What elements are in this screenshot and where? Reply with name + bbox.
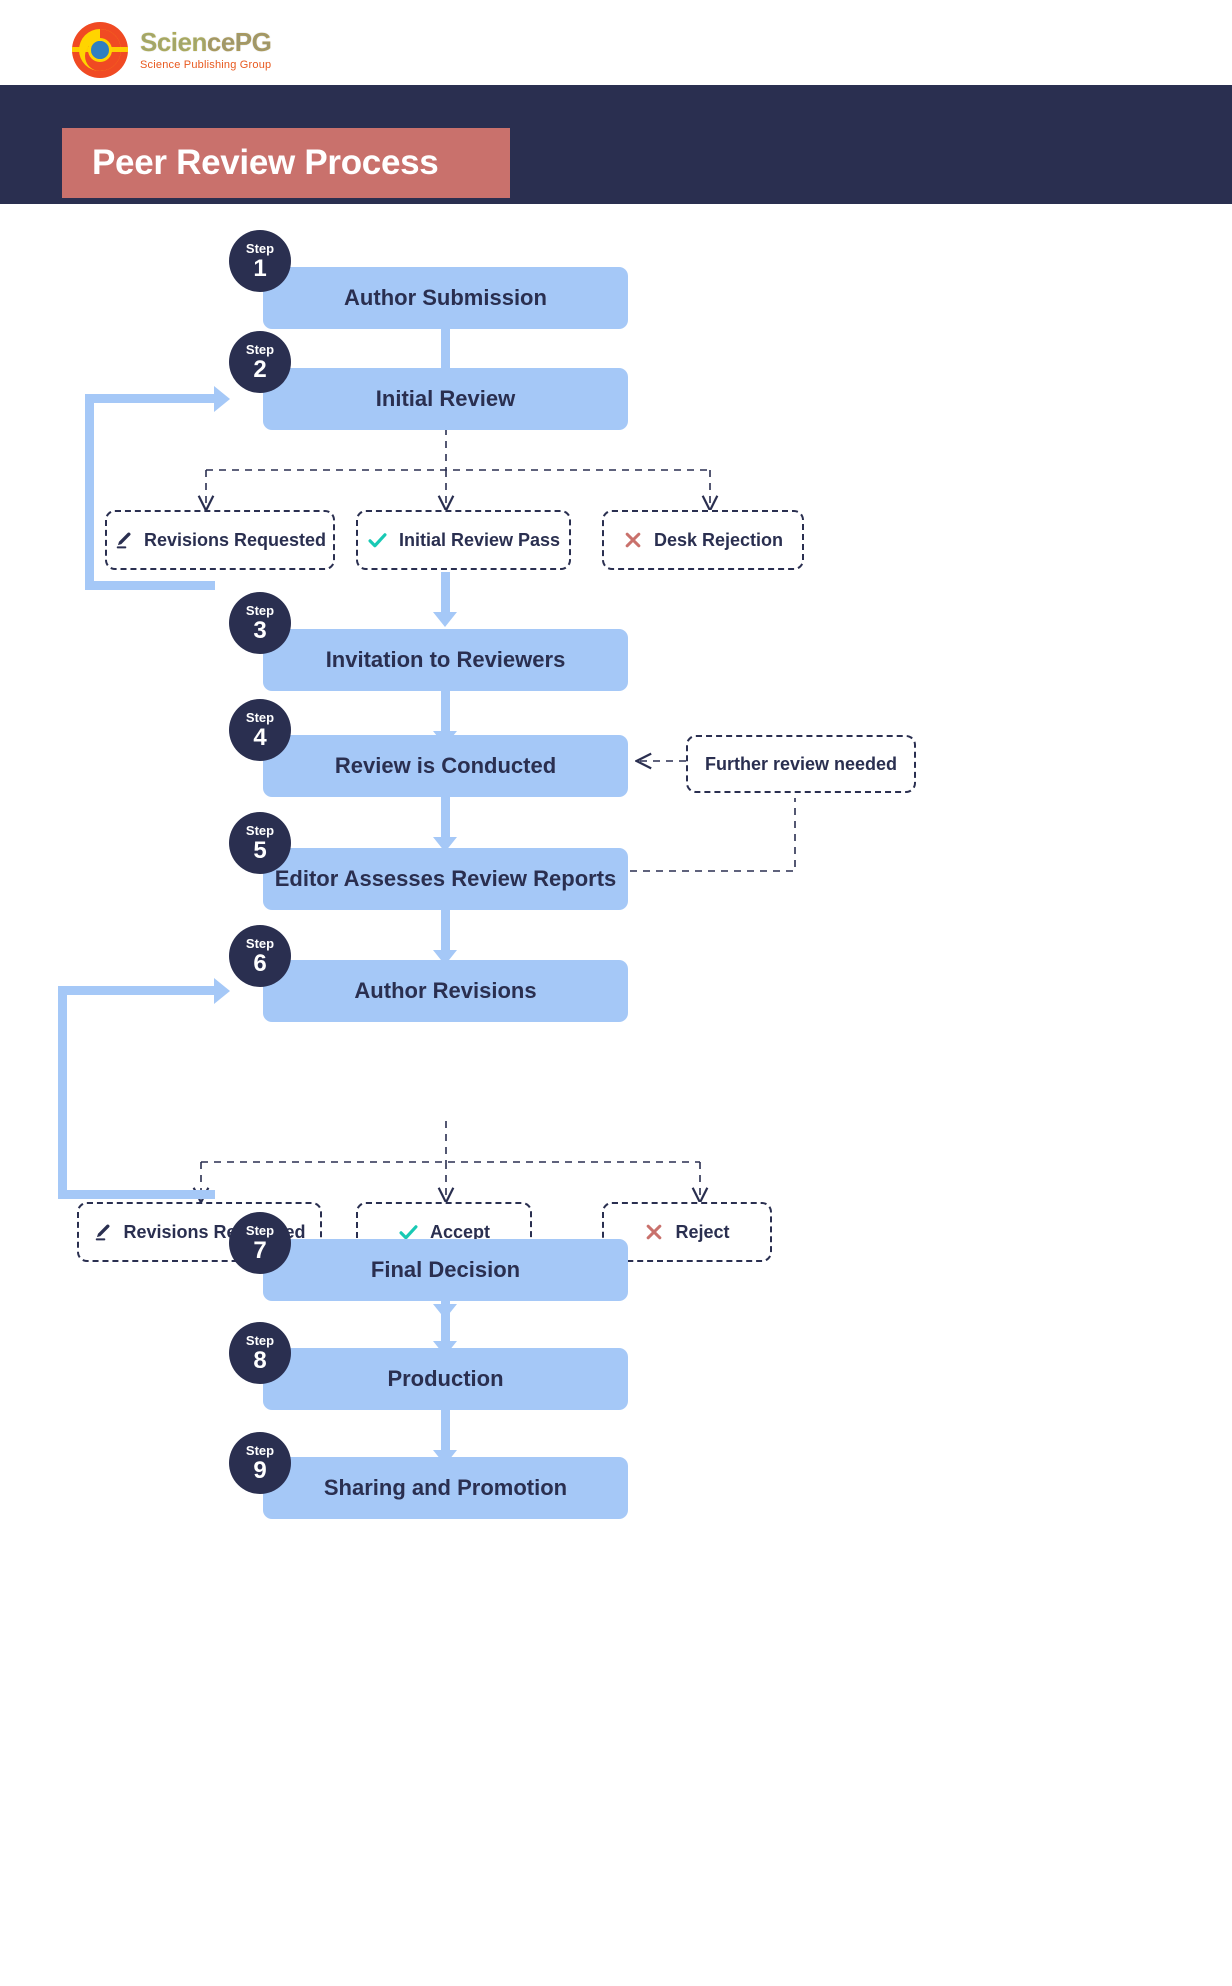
- outcome-chip-reject[interactable]: Reject: [602, 1202, 772, 1262]
- step-label-2: Initial Review: [375, 386, 516, 411]
- step-label-8: Production: [387, 1366, 504, 1391]
- step-badge-word-9: Step: [245, 1442, 275, 1458]
- side-note-further-review-needed[interactable]: Further review needed: [686, 735, 916, 793]
- step-node-final-decision[interactable]: Final Decision: [263, 1239, 628, 1301]
- step-badge-word-8: Step: [245, 1332, 275, 1348]
- step-label-5: Editor Assesses Review Reports: [274, 866, 617, 891]
- step-badge-9: Step 9: [229, 1432, 291, 1494]
- feedback-loop-2-arrowhead: [214, 978, 230, 1004]
- step-badge-word-2: Step: [245, 341, 275, 357]
- step-label-4: Review is Conducted: [334, 753, 557, 778]
- feedback-loop-revisions-to-initial-review: [85, 394, 215, 590]
- step-badge-6: Step 6: [229, 925, 291, 987]
- step-badge-5: Step 5: [229, 812, 291, 874]
- step-badge-number-7: 7: [253, 1236, 267, 1264]
- step-badge-word-3: Step: [245, 602, 275, 618]
- flowchart-canvas: Step 1 Author Submission Step 2 Initial …: [0, 204, 1232, 1986]
- outcome-label-1a: Revisions Requested: [143, 529, 327, 550]
- page-title: Peer Review Process: [92, 143, 439, 182]
- step-badge-2: Step 2: [229, 331, 291, 393]
- step-node-production[interactable]: Production: [263, 1348, 628, 1410]
- cross-icon: [644, 1222, 664, 1242]
- step-badge-4: Step 4: [229, 699, 291, 761]
- pencil-icon: [93, 1223, 112, 1242]
- step-node-initial-review[interactable]: Initial Review: [263, 368, 628, 430]
- arrow-4-to-5: [441, 797, 450, 842]
- arrow-7-to-8: [441, 1301, 450, 1346]
- arrow-8-to-9: [441, 1410, 450, 1455]
- step-node-sharing-and-promotion[interactable]: Sharing and Promotion: [263, 1457, 628, 1519]
- outcome-chip-initial-review-pass[interactable]: Initial Review Pass: [356, 510, 571, 570]
- outcome-label-2b: Accept: [429, 1221, 491, 1242]
- page-title-box: Peer Review Process: [62, 128, 510, 198]
- step-label-6: Author Revisions: [354, 978, 537, 1003]
- feedback-loop-1-arrowhead: [214, 386, 230, 412]
- brand-logo: SciencePG Science Publishing Group: [70, 20, 272, 80]
- feedback-loop-revisions-to-author-revisions: [58, 986, 215, 1199]
- arrow-1-to-2: [441, 329, 450, 374]
- arrow-5-to-6: [441, 910, 450, 955]
- sciencepg-circle-logo-icon: [70, 20, 130, 80]
- step-badge-number-3: 3: [253, 616, 267, 644]
- step-badge-number-6: 6: [253, 949, 267, 977]
- step-badge-number-9: 9: [253, 1456, 267, 1484]
- arrow-pass-to-3-head: [433, 612, 457, 627]
- step-label-3: Invitation to Reviewers: [325, 647, 566, 672]
- step-badge-number-8: 8: [253, 1346, 267, 1374]
- outcome-label-2c: Reject: [675, 1221, 730, 1242]
- step-badge-number-2: 2: [253, 355, 267, 383]
- brand-tagline: Science Publishing Group: [140, 59, 272, 71]
- step-badge-1: Step 1: [229, 230, 291, 292]
- step-badge-word-6: Step: [245, 935, 275, 951]
- step-badge-word-7: Step: [245, 1222, 275, 1238]
- arrow-3-to-4: [441, 691, 450, 736]
- step-badge-7: Step 7: [229, 1212, 291, 1274]
- step-badge-8: Step 8: [229, 1322, 291, 1384]
- step-badge-word-4: Step: [245, 709, 275, 725]
- outcome-chip-desk-rejection[interactable]: Desk Rejection: [602, 510, 804, 570]
- arrow-pass-to-3: [441, 572, 450, 617]
- step-badge-word-1: Step: [245, 240, 275, 256]
- check-icon: [367, 530, 388, 551]
- step-badge-number-1: 1: [253, 254, 267, 282]
- step-label-7: Final Decision: [370, 1257, 521, 1282]
- step-node-author-revisions[interactable]: Author Revisions: [263, 960, 628, 1022]
- step-badge-number-5: 5: [253, 836, 267, 864]
- side-note-label: Further review needed: [704, 753, 898, 774]
- step-label-9: Sharing and Promotion: [323, 1475, 568, 1500]
- check-icon: [398, 1222, 419, 1243]
- step-badge-word-5: Step: [245, 822, 275, 838]
- step-label-1: Author Submission: [344, 285, 547, 310]
- outcome-label-1b: Initial Review Pass: [398, 529, 561, 550]
- outcome-label-1c: Desk Rejection: [653, 529, 784, 550]
- step-badge-number-4: 4: [253, 723, 267, 751]
- cross-icon: [623, 530, 643, 550]
- step-node-editor-assesses-review-reports[interactable]: Editor Assesses Review Reports: [263, 848, 628, 910]
- step-badge-3: Step 3: [229, 592, 291, 654]
- step-node-invitation-to-reviewers[interactable]: Invitation to Reviewers: [263, 629, 628, 691]
- outcome-chip-revisions-requested-1[interactable]: Revisions Requested: [105, 510, 335, 570]
- pencil-icon: [114, 531, 133, 550]
- brand-name: SciencePG: [140, 27, 272, 57]
- step-node-review-is-conducted[interactable]: Review is Conducted: [263, 735, 628, 797]
- step-node-author-submission[interactable]: Author Submission: [263, 267, 628, 329]
